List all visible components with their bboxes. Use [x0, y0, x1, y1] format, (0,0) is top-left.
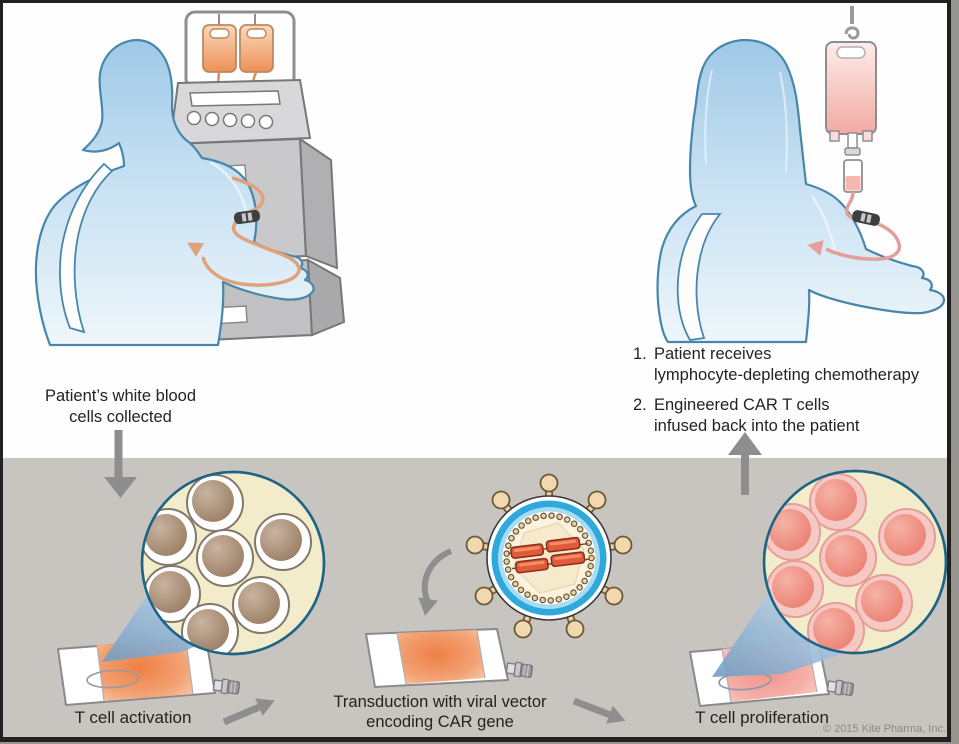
blood-bag-icon [239, 24, 274, 85]
panel-buttons [186, 110, 274, 130]
activation-caption: T cell activation [74, 708, 192, 727]
t-cell-icon [143, 565, 201, 623]
t-cells [142, 474, 312, 654]
bag-port-icon [505, 661, 534, 678]
magnifier-circle-activation [140, 470, 326, 656]
car-gene-rods [508, 536, 590, 574]
patient-right-silhouette [656, 38, 946, 344]
drip-chamber-icon [843, 159, 863, 193]
copyright-notice: © 2015 Kite Pharma, Inc. [822, 723, 946, 735]
bag-port-icon [826, 679, 855, 696]
car-t-cell-icon [809, 473, 867, 531]
bag-window [86, 669, 140, 689]
magnification-cone [712, 594, 866, 677]
bag-port-icon [212, 678, 241, 695]
down-arrow-icon [104, 430, 137, 498]
iv-bag-icon [807, 6, 902, 261]
collection-caption: Patient’s white blood cells collected [28, 386, 213, 428]
car-t-cell-icon [766, 560, 824, 618]
caption-line: Patient’s white blood [44, 387, 197, 405]
caption-line: Transduction with viral vector [333, 693, 547, 711]
culture-bag-transduction [365, 628, 534, 688]
infusion-step-1: 1. Patient receives lymphocyte-depleting… [633, 344, 945, 386]
viral-vector-icon [465, 473, 633, 639]
proliferation-caption: T cell proliferation [695, 708, 829, 727]
caption-line: encoding CAR gene [366, 713, 514, 731]
hook-icon [844, 26, 860, 40]
car-t-cell-icon [819, 529, 877, 587]
t-cell-icon [196, 529, 254, 587]
tube-clamp-icon [851, 210, 881, 226]
control-panel [168, 78, 312, 146]
flow-arrowhead [807, 240, 824, 256]
caption-line: Patient receives [654, 345, 772, 363]
collection-tube-icon [187, 176, 301, 287]
caption-line: cells collected [69, 408, 172, 426]
car-t-cells [764, 473, 936, 653]
car-t-cell-icon [855, 574, 913, 632]
t-cell-icon [254, 513, 312, 571]
t-cell-icon [232, 576, 290, 634]
up-arrow-icon [728, 432, 762, 495]
next-step-arrow-icon [572, 697, 626, 724]
infusion-step-2: 2. Engineered CAR T cells infused back i… [633, 395, 945, 437]
caption-line: Engineered CAR T cells [654, 396, 830, 414]
display-slot [189, 90, 281, 107]
next-step-arrow-icon [222, 698, 275, 726]
transduction-caption: Transduction with viral vector encoding … [325, 692, 555, 732]
caption-line: infused back into the patient [654, 417, 860, 435]
curved-arrow-icon [421, 548, 453, 601]
infusion-caption: 1. Patient receives lymphocyte-depleting… [633, 344, 945, 446]
car-t-cell-icon [807, 602, 865, 653]
curved-arrowhead [418, 597, 438, 616]
infusion-tube-icon [825, 191, 902, 261]
t-cell-icon [186, 474, 244, 532]
flow-arrowhead [187, 242, 204, 257]
tube-clamp-icon [233, 209, 261, 225]
caption-line: lymphocyte-depleting chemotherapy [654, 366, 920, 384]
step-number: 2. [633, 396, 647, 414]
step-number: 1. [633, 345, 647, 363]
car-t-cell-icon [764, 503, 821, 561]
car-t-cell-icon [878, 508, 936, 566]
t-cell-icon [142, 508, 197, 566]
magnifier-circle-proliferation [762, 469, 948, 655]
patient-left-silhouette [34, 38, 315, 347]
blood-bag-icon [202, 24, 237, 85]
